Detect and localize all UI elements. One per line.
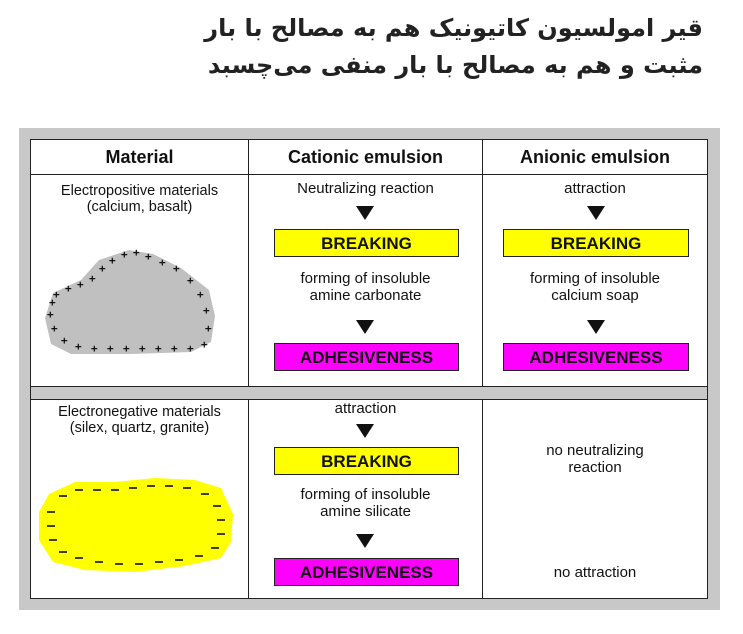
svg-text:+: + [109,254,116,267]
down-arrow-icon [356,424,374,438]
text-line: reaction [568,459,622,476]
svg-text:+: + [47,308,54,321]
header-material: Material [105,147,174,167]
down-arrow-icon [356,320,374,334]
adhesiveness-box: ADHESIVENESS [274,558,459,586]
svg-text:+: + [49,296,56,309]
adhesiveness-box: ADHESIVENESS [503,343,689,371]
breaking-box: BREAKING [503,229,689,257]
text-line: no neutralizing [546,442,644,459]
column-divider [482,140,483,598]
table-frame: Material Cationic emulsion Anionic emuls… [19,128,720,610]
svg-text:+: + [51,322,58,335]
svg-text:+: + [139,342,146,355]
page-heading: قیر امولسیون کاتیونیک هم به مصالح با بار… [43,10,703,84]
anionic-top-text-row-2: no neutralizing reaction [483,442,707,476]
material-label-row-1: Electropositive materials (calcium, basa… [31,183,248,215]
material-name: Electropositive materials [60,183,219,199]
cationic-mid-text-row-2: forming of insoluble amine silicate [249,486,482,520]
cationic-mid-text-row-1: forming of insoluble amine carbonate [249,270,482,304]
svg-text:+: + [171,342,178,355]
header-divider [31,174,707,175]
material-name: Electronegative materials [58,404,221,420]
text-line: amine carbonate [309,287,422,304]
column-divider [248,140,249,598]
text-line: calcium soap [551,287,639,304]
adhesiveness-box: ADHESIVENESS [274,343,459,371]
anionic-bottom-text-row-2: no attraction [553,564,637,581]
svg-text:+: + [205,322,212,335]
text-line: forming of insoluble [529,270,661,287]
heading-line-1: قیر امولسیون کاتیونیک هم به مصالح با بار [204,14,703,42]
down-arrow-icon [587,320,605,334]
svg-text:+: + [89,272,96,285]
down-arrow-icon [356,206,374,220]
svg-text:+: + [107,342,114,355]
svg-text:+: + [173,262,180,275]
svg-text:+: + [121,248,128,261]
svg-text:+: + [145,250,152,263]
svg-text:+: + [65,282,72,295]
negative-charged-particle-icon [39,478,233,572]
svg-text:+: + [75,340,82,353]
svg-text:+: + [155,342,162,355]
anionic-top-text-row-1: attraction [564,180,626,197]
svg-text:+: + [201,338,208,351]
emulsion-table: Material Cationic emulsion Anionic emuls… [30,139,708,599]
svg-text:+: + [61,334,68,347]
heading-line-2: مثبت و هم به مصالح با بار منفی می‌چسبد [207,51,703,79]
positive-charged-particle-icon: +++ +++ +++ +++ +++ +++ +++ +++ +++ + [45,248,215,355]
material-examples: (calcium, basalt) [86,199,193,215]
svg-text:+: + [133,248,140,259]
cationic-top-text-row-2: attraction [334,400,397,417]
svg-text:+: + [123,342,130,355]
material-label-row-2: Electronegative materials (silex, quartz… [31,404,248,436]
svg-text:+: + [187,342,194,355]
breaking-box: BREAKING [274,447,459,475]
header-cationic: Cationic emulsion [287,147,444,167]
header-anionic: Anionic emulsion [519,147,670,167]
svg-text:+: + [53,288,60,301]
svg-text:+: + [197,288,204,301]
svg-text:+: + [91,342,98,355]
text-line: amine silicate [320,503,411,520]
text-line: forming of insoluble [300,270,431,287]
svg-text:+: + [99,262,106,275]
anionic-mid-text-row-1: forming of insoluble calcium soap [483,270,707,304]
material-examples: (silex, quartz, granite) [69,420,210,436]
svg-text:+: + [159,256,166,269]
row-divider-band [31,386,707,400]
down-arrow-icon [587,206,605,220]
svg-text:+: + [203,304,210,317]
breaking-box: BREAKING [274,229,459,257]
down-arrow-icon [356,534,374,548]
text-line: forming of insoluble [300,486,431,503]
cationic-top-text-row-1: Neutralizing reaction [297,180,434,197]
svg-text:+: + [187,274,194,287]
svg-text:+: + [77,278,84,291]
